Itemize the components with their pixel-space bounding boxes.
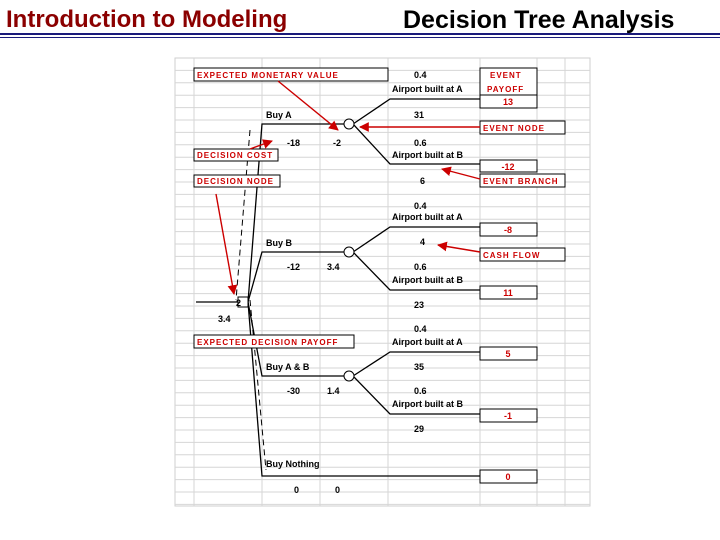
payoff-value: -1 xyxy=(504,411,512,421)
branch-buy-a xyxy=(247,123,345,303)
event-branch-box xyxy=(479,173,566,188)
event-ab-airport-a xyxy=(352,351,480,377)
slide-title-right: Decision Tree Analysis xyxy=(403,6,675,34)
decision-cost-box xyxy=(193,148,279,162)
branch-buy-b xyxy=(247,251,345,303)
payoff-box-3 xyxy=(479,285,538,300)
event-label: Airport built at A xyxy=(392,212,463,222)
event-prob: 0.6 xyxy=(414,262,427,272)
label-decision-node: DECISION NODE xyxy=(197,177,274,186)
alt-emv: 1.4 xyxy=(327,386,340,396)
event-cash: 35 xyxy=(414,362,424,372)
alt-emv: -2 xyxy=(333,138,341,148)
payoff-value: -8 xyxy=(504,225,512,235)
alt-name: Buy B xyxy=(266,238,293,248)
payoff-value: 0 xyxy=(505,472,510,482)
payoff-value: 11 xyxy=(503,288,513,298)
event-node-buy-a xyxy=(343,118,355,130)
event-cash: 6 xyxy=(420,176,425,186)
arrow-event-branch xyxy=(441,166,481,180)
label-emv: EXPECTED MONETARY VALUE xyxy=(197,71,339,80)
event-a-airport-b xyxy=(352,123,480,165)
grid-frame xyxy=(174,57,591,507)
event-label: Airport built at A xyxy=(392,84,463,94)
event-label: Airport built at B xyxy=(392,399,463,409)
event-node-buy-ab xyxy=(343,370,355,382)
event-cash: 31 xyxy=(414,110,424,120)
label-event-node: EVENT NODE xyxy=(483,124,545,133)
label-expected-decision-payoff: EXPECTED DECISION PAYOFF xyxy=(197,338,338,347)
event-label: Airport built at A xyxy=(392,337,463,347)
payoff-value: 13 xyxy=(503,97,513,107)
arrow-emv xyxy=(277,80,339,131)
slide-title-left: Introduction to Modeling xyxy=(6,6,288,33)
event-cash: 4 xyxy=(420,237,425,247)
event-label: Airport built at B xyxy=(392,150,463,160)
alt-name: Buy A xyxy=(266,110,292,120)
event-b-airport-a xyxy=(352,226,480,253)
event-payoff-box xyxy=(479,67,538,109)
alt-cost: -30 xyxy=(287,386,300,396)
label-event-branch: EVENT BRANCH xyxy=(483,177,559,186)
decision-node-root xyxy=(237,296,249,308)
emv-box xyxy=(193,67,389,82)
alt-emv: 0 xyxy=(335,485,340,495)
payoff-value: -12 xyxy=(501,162,514,172)
alt-emv: 3.4 xyxy=(327,262,340,272)
label-payoff: PAYOFF xyxy=(487,85,524,94)
tree-dashed-connectors xyxy=(235,129,267,471)
label-cash-flow: CASH FLOW xyxy=(483,251,540,260)
event-prob: 0.4 xyxy=(414,324,427,334)
event-prob: 0.4 xyxy=(414,201,427,211)
alt-name: Buy A & B xyxy=(266,362,310,372)
alt-name: Buy Nothing xyxy=(266,459,320,469)
payoff-box-2 xyxy=(479,222,538,237)
header-rule xyxy=(0,33,720,35)
payoff-box-6 xyxy=(479,469,538,484)
branch-buy-nothing xyxy=(247,301,480,477)
event-ab-airport-b xyxy=(352,375,480,415)
event-a-airport-a xyxy=(352,98,480,125)
event-prob: 0.4 xyxy=(414,70,427,80)
root-value: 2 xyxy=(236,298,241,308)
event-b-airport-b xyxy=(352,251,480,291)
root-emv: 3.4 xyxy=(218,314,231,324)
event-prob: 0.6 xyxy=(414,386,427,396)
cash-flow-box xyxy=(479,247,566,262)
event-cash: 29 xyxy=(414,424,424,434)
event-cash: 23 xyxy=(414,300,424,310)
label-decision-cost: DECISION COST xyxy=(197,151,273,160)
expected-decision-payoff-box xyxy=(193,334,355,349)
tree-branches xyxy=(196,98,480,477)
arrow-decision-cost xyxy=(249,139,273,150)
arrow-decision-node xyxy=(215,193,238,295)
payoff-value: 5 xyxy=(505,349,510,359)
header-rule-thin xyxy=(0,37,720,38)
payoff-box-1 xyxy=(479,159,538,173)
alt-cost: -12 xyxy=(287,262,300,272)
annotation-arrows xyxy=(215,80,481,295)
arrow-cash-flow xyxy=(437,241,481,253)
event-prob: 0.6 xyxy=(414,138,427,148)
alt-cost: -18 xyxy=(287,138,300,148)
branch-buy-ab xyxy=(247,301,345,377)
label-event: EVENT xyxy=(490,71,522,80)
decision-node-box xyxy=(193,174,281,188)
payoff-box-5 xyxy=(479,408,538,423)
annotation-boxes xyxy=(193,67,566,484)
event-label: Airport built at B xyxy=(392,275,463,285)
event-node-buy-b xyxy=(343,246,355,258)
alt-cost: 0 xyxy=(294,485,299,495)
payoff-box-4 xyxy=(479,346,538,361)
